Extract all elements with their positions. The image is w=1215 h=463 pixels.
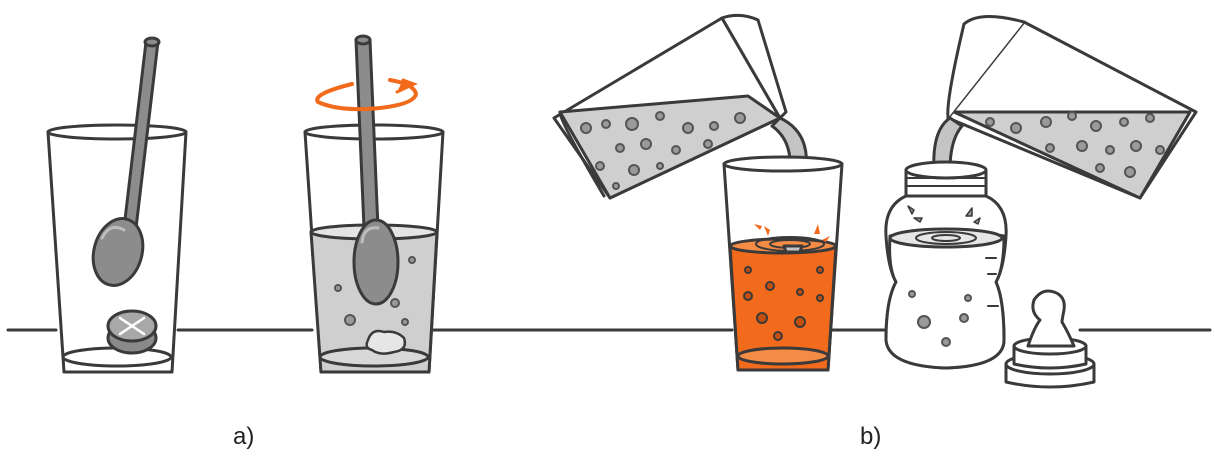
baby-bottle-nipple-icon [1006, 291, 1094, 387]
baby-bottle-icon [886, 162, 1006, 368]
panel-label-b: b) [860, 425, 881, 449]
glass-with-tablet-icon [48, 38, 186, 372]
glass-with-stirring-icon [305, 36, 443, 372]
orange-drink-glass-icon [724, 157, 842, 370]
tablet-icon [108, 311, 156, 353]
panel-label-a: a) [233, 425, 254, 449]
